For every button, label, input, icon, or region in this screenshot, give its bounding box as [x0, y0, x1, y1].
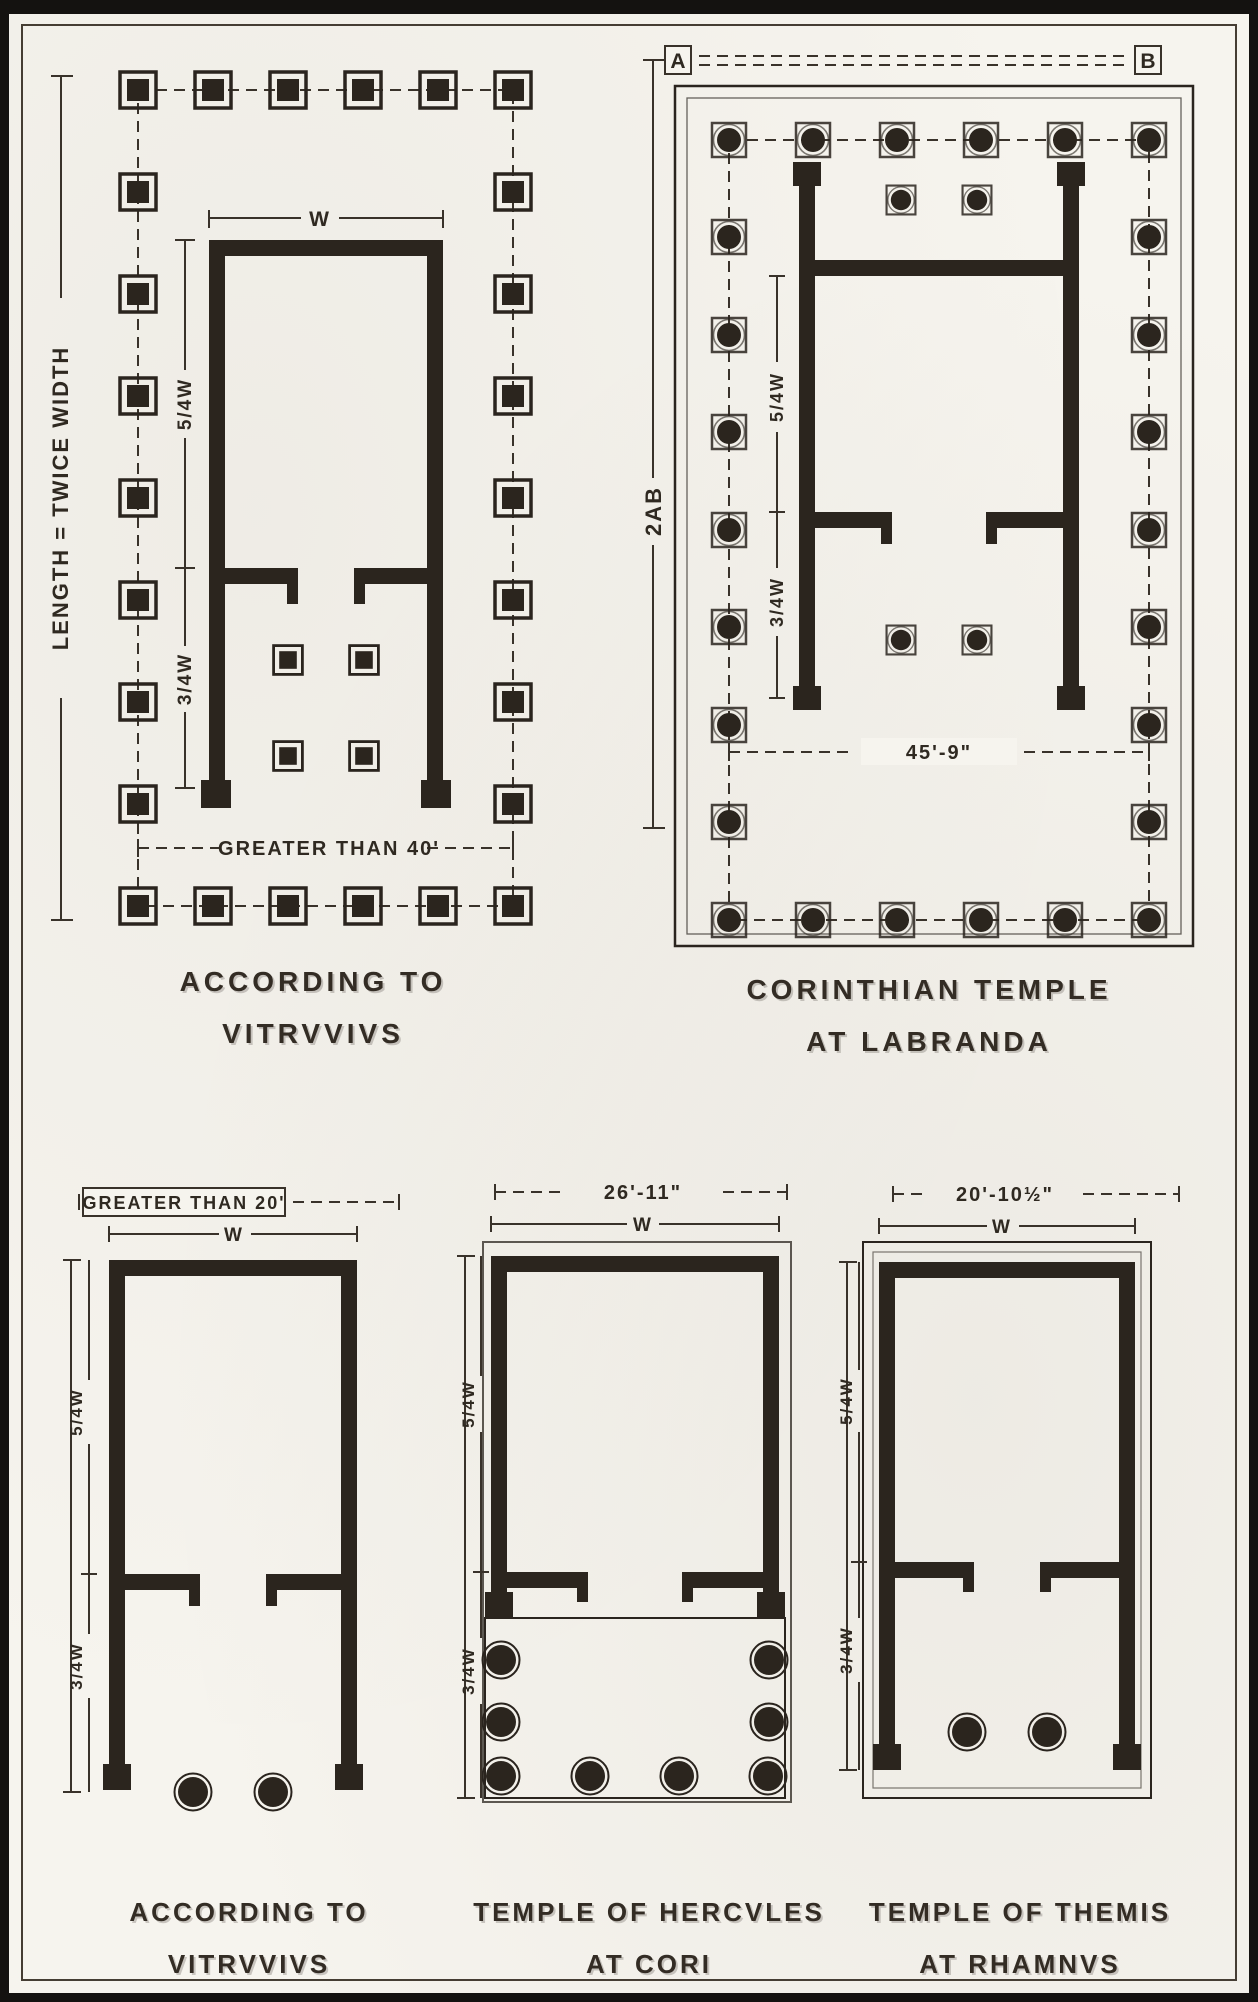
- length-note-label: LENGTH = TWICE WIDTH: [48, 346, 73, 651]
- crepidoma-outer-line: [673, 84, 1195, 948]
- length-dimension-line: [63, 1259, 97, 1793]
- length-dimension-line: [457, 1255, 489, 1799]
- podium-outer-line: [862, 1241, 1152, 1799]
- double-width-label: 2AB: [641, 486, 666, 536]
- length-dimension-line: [51, 75, 73, 921]
- point-a-label: A: [670, 50, 685, 73]
- cella-dimension-lines: [175, 239, 195, 789]
- caption-vitruvius-prostyle: ACCORDING TO VITRVVIVS: [49, 1886, 449, 1990]
- caption-line: TEMPLE OF THEMIS: [868, 1897, 1172, 1927]
- plan-rhamnus-drawing: 20'-10½" W: [837, 1184, 1180, 1799]
- peristyle-piers: [118, 70, 533, 926]
- pronaos-dim-label: 3/4W: [837, 1626, 856, 1674]
- plan-peripteral-vitruvius-drawing: LENGTH = TWICE WIDTH: [48, 70, 533, 926]
- point-b-label: B: [1140, 50, 1155, 73]
- width-label: W: [309, 208, 331, 231]
- caption-line: ACCORDING TO: [129, 1897, 369, 1927]
- top-dim-label: 20'-10½": [956, 1184, 1054, 1206]
- cella-walls: [485, 1256, 785, 1618]
- front-dim-label: GREATER THAN 40': [218, 838, 440, 860]
- front-dim-label: 45'-9": [906, 742, 972, 764]
- caption-line: AT LABRANDA: [806, 1026, 1052, 1057]
- cella-walls: [793, 162, 1085, 710]
- width-dimension-line: [878, 1218, 1136, 1234]
- caption-line: AT RHAMNVS: [919, 1949, 1121, 1979]
- caption-line: TEMPLE OF HERCVLES: [473, 1897, 825, 1927]
- pronaos-dim-label: 3/4W: [175, 653, 196, 705]
- caption-labranda: CORINTHIAN TEMPLE AT LABRANDA: [639, 964, 1219, 1068]
- cella-walls: [103, 1260, 363, 1790]
- width-label: W: [992, 1217, 1012, 1238]
- width-dimension-line: [490, 1216, 780, 1232]
- pronaos-stylobate-outline: [484, 1617, 786, 1799]
- length-dimension-line: [839, 1261, 867, 1771]
- naos-dim-label: 5/4W: [175, 378, 196, 430]
- crepidoma-inner-line: [686, 97, 1182, 935]
- point-a-box: [664, 45, 692, 75]
- pronaos-dim-label: 3/4W: [67, 1642, 86, 1690]
- top-dim-label: 26'-11": [604, 1182, 682, 1204]
- naos-dim-label: 5/4W: [767, 372, 787, 422]
- porch-columns: [947, 1712, 1067, 1752]
- porch-columns: [173, 1772, 293, 1812]
- podium-outline: [482, 1241, 792, 1803]
- plan-cori-drawing: 26'-11" W: [457, 1182, 792, 1803]
- plan-prostyle-vitruvius-drawing: GREATER THAN 20' W: [63, 1187, 400, 1812]
- width-label: W: [633, 1215, 653, 1236]
- caption-line: VITRVVIVS: [222, 1018, 404, 1049]
- top-dim-label: GREATER THAN 20': [83, 1193, 286, 1213]
- width-dimension-line: [108, 1226, 358, 1242]
- caption-line: CORINTHIAN TEMPLE: [746, 974, 1112, 1005]
- podium-inner-line: [872, 1251, 1142, 1789]
- ab-baseline: [699, 55, 1127, 66]
- caption-line: ACCORDING TO: [179, 966, 447, 997]
- pronaos-dim-label: 3/4W: [459, 1647, 478, 1695]
- caption-line: AT CORI: [586, 1949, 712, 1979]
- cella-walls: [201, 240, 451, 808]
- width-label: W: [224, 1225, 244, 1246]
- pronaos-columns: [481, 1640, 789, 1796]
- double-width-dimension-line: [643, 59, 665, 829]
- caption-line: VITRVVIVS: [167, 1949, 331, 1979]
- pronaos-piers: [272, 644, 380, 772]
- naos-dim-label: 5/4W: [837, 1377, 856, 1425]
- naos-dim-label: 5/4W: [459, 1380, 478, 1428]
- naos-dim-label: 5/4W: [67, 1388, 86, 1436]
- caption-cori: TEMPLE OF HERCVLES AT CORI: [439, 1886, 859, 1990]
- caption-rhamnus: TEMPLE OF THEMIS AT RHAMNVS: [825, 1886, 1215, 1990]
- pronaos-columns: [885, 184, 993, 656]
- top-dim-label-box: [82, 1187, 286, 1217]
- caption-vitruvius-peripteral: ACCORDING TO VITRVVIVS: [43, 956, 583, 1060]
- cella-walls: [873, 1262, 1141, 1770]
- point-b-box: [1134, 45, 1162, 75]
- cella-dimension-lines: [769, 275, 785, 699]
- width-dimension-line: [208, 210, 444, 228]
- peristyle-columns: [710, 121, 1168, 939]
- stylobate-dashed-outline: [728, 139, 1150, 921]
- plan-labranda-drawing: A B 2AB: [641, 45, 1195, 948]
- front-dim-label-bg: [861, 738, 1017, 765]
- pronaos-dim-label: 3/4W: [767, 577, 787, 627]
